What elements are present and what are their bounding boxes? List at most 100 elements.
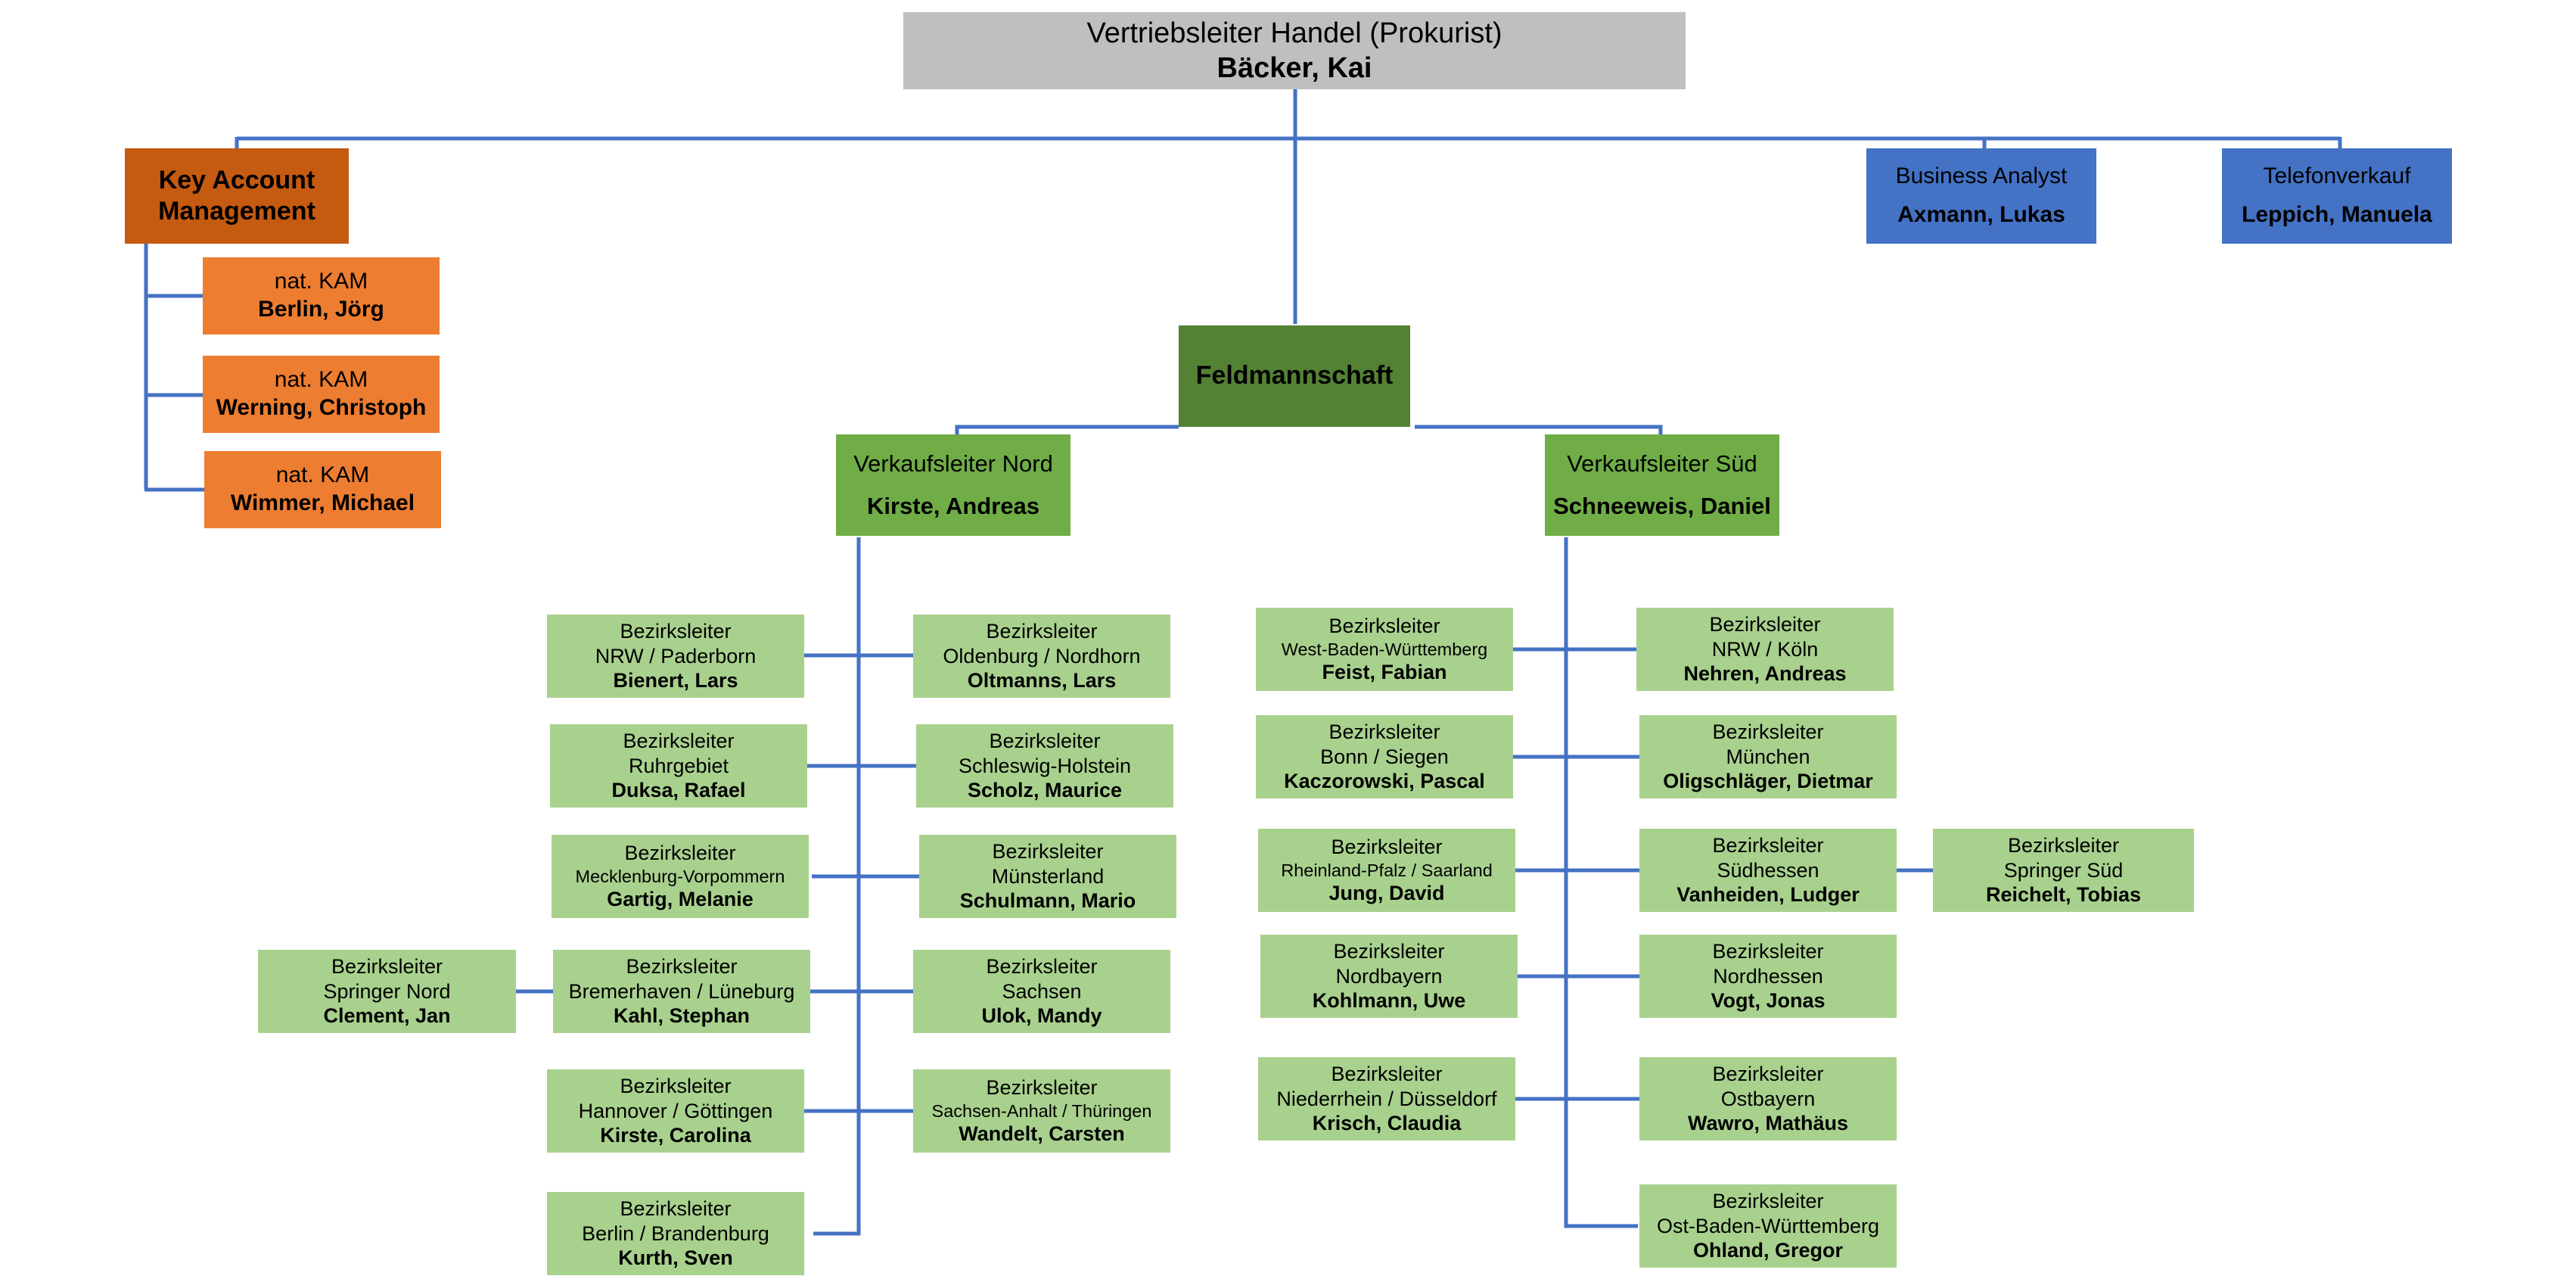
bezirk-region: Nordbayern: [1335, 964, 1443, 988]
connector-sued-trunk: [1564, 537, 1638, 1228]
bezirk-region: Südhessen: [1717, 858, 1819, 882]
telefonverkauf-box: Telefonverkauf Leppich, Manuela: [2222, 148, 2452, 244]
key-account-management-box: Key Account Management: [125, 148, 349, 244]
bezirk-region: Nordhessen: [1713, 964, 1823, 988]
bezirk-name: Jung, David: [1328, 882, 1445, 905]
bezirk-region: Rheinland-Pfalz / Saarland: [1281, 860, 1493, 880]
bezirksleiter-box: Bezirksleiter Münsterland Schulmann, Mar…: [919, 835, 1176, 918]
bezirk-region: Berlin / Brandenburg: [582, 1221, 769, 1245]
bezirksleiter-role: Bezirksleiter: [1712, 1189, 1824, 1212]
telefonverkauf-name: Leppich, Manuela: [2242, 202, 2432, 227]
bezirksleiter-role: Bezirksleiter: [989, 729, 1101, 752]
kam-head-line1: Key Account: [158, 165, 315, 194]
vl-nord-name: Kirste, Andreas: [867, 493, 1039, 519]
bezirk-region: Niederrhein / Düsseldorf: [1276, 1087, 1497, 1110]
bezirk-name: Feist, Fabian: [1322, 661, 1447, 684]
business-analyst-box: Business Analyst Axmann, Lukas: [1866, 148, 2096, 244]
connector-feld-sued: [1415, 425, 1663, 436]
bezirk-name: Kurth, Sven: [618, 1246, 733, 1270]
bezirk-name: Vanheiden, Ludger: [1676, 883, 1860, 907]
bezirk-region: Springer Nord: [323, 979, 451, 1003]
bezirksleiter-box: Bezirksleiter München Oligschläger, Diet…: [1639, 715, 1897, 798]
bezirk-region: Mecklenburg-Vorpommern: [575, 866, 785, 886]
bezirksleiter-role: Bezirksleiter: [626, 954, 738, 978]
vertriebsleiter-name: Bäcker, Kai: [1217, 52, 1372, 84]
vl-sued-name: Schneeweis, Daniel: [1553, 493, 1771, 519]
bezirk-name: Kahl, Stephan: [613, 1004, 750, 1028]
connector-feld-nord: [955, 425, 1179, 436]
bezirk-region: Bonn / Siegen: [1320, 745, 1449, 768]
bezirk-name: Ulok, Mandy: [981, 1004, 1102, 1028]
bezirksleiter-box: Bezirksleiter Oldenburg / Nordhorn Oltma…: [913, 615, 1170, 698]
verkaufsleiter-sued-box: Verkaufsleiter Süd Schneeweis, Daniel: [1545, 434, 1779, 536]
business-analyst-role: Business Analyst: [1895, 163, 2068, 189]
vertriebsleiter-title: Vertriebsleiter Handel (Prokurist): [1086, 17, 1502, 49]
bezirksleiter-box: Bezirksleiter Rheinland-Pfalz / Saarland…: [1258, 829, 1515, 912]
bezirksleiter-box: Bezirksleiter Berlin / Brandenburg Kurth…: [547, 1192, 804, 1275]
bezirk-name: Scholz, Maurice: [967, 779, 1123, 802]
bezirk-region: NRW / Paderborn: [595, 644, 757, 668]
feldmannschaft-box: Feldmannschaft: [1179, 325, 1410, 427]
bezirksleiter-role: Bezirksleiter: [986, 954, 1098, 978]
bezirksleiter-role: Bezirksleiter: [992, 839, 1104, 863]
bezirksleiter-box: Bezirksleiter NRW / Paderborn Bienert, L…: [547, 615, 804, 698]
bezirksleiter-role: Bezirksleiter: [1328, 720, 1440, 743]
bezirk-name: Schulmann, Mario: [959, 889, 1136, 913]
kam-name: Werning, Christoph: [216, 395, 427, 420]
bezirk-region: Oldenburg / Nordhorn: [943, 644, 1141, 668]
kam-box-2: nat. KAM Werning, Christoph: [203, 356, 440, 433]
bezirksleiter-role: Bezirksleiter: [1712, 939, 1824, 963]
bezirk-name: Vogt, Jonas: [1711, 989, 1826, 1013]
bezirk-name: Wandelt, Carsten: [959, 1122, 1125, 1146]
bezirk-region: Springer Süd: [2003, 858, 2124, 882]
bezirksleiter-role: Bezirksleiter: [1331, 1062, 1443, 1085]
bezirksleiter-box: Bezirksleiter NRW / Köln Nehren, Andreas: [1636, 608, 1894, 691]
bezirk-region: München: [1726, 745, 1810, 768]
telefonverkauf-role: Telefonverkauf: [2263, 163, 2411, 189]
bezirk-name: Gartig, Melanie: [607, 888, 754, 911]
springer-nord-box: Bezirksleiter Springer Nord Clement, Jan: [258, 950, 516, 1033]
bezirk-region: West-Baden-Württemberg: [1281, 639, 1488, 659]
bezirksleiter-role: Bezirksleiter: [1709, 612, 1821, 636]
bezirksleiter-role: Bezirksleiter: [986, 1075, 1098, 1099]
bezirk-name: Duksa, Rafael: [611, 779, 746, 802]
bezirksleiter-box: Bezirksleiter Hannover / Göttingen Kirst…: [547, 1069, 804, 1153]
bezirksleiter-box: Bezirksleiter Niederrhein / Düsseldorf K…: [1258, 1057, 1515, 1141]
bezirksleiter-role: Bezirksleiter: [2007, 833, 2120, 857]
kam-head-line2: Management: [158, 197, 315, 226]
bezirksleiter-role: Bezirksleiter: [1328, 614, 1440, 637]
bezirk-region: Münsterland: [991, 864, 1105, 888]
bezirksleiter-role: Bezirksleiter: [1333, 939, 1445, 963]
bezirk-name: Bienert, Lars: [613, 669, 738, 692]
bezirksleiter-role: Bezirksleiter: [1712, 1062, 1824, 1085]
bezirk-name: Ohland, Gregor: [1692, 1239, 1844, 1262]
kam-role: nat. KAM: [275, 462, 370, 488]
bezirk-name: Wawro, Mathäus: [1687, 1112, 1849, 1135]
bezirksleiter-box: Bezirksleiter Nordbayern Kohlmann, Uwe: [1260, 935, 1518, 1018]
connector-nord-trunk: [813, 537, 861, 1236]
bezirk-region: Hannover / Göttingen: [578, 1099, 773, 1122]
bezirksleiter-role: Bezirksleiter: [1331, 835, 1443, 858]
bezirk-name: Krisch, Claudia: [1312, 1112, 1462, 1135]
bezirk-region: Sachsen: [1002, 979, 1082, 1003]
bezirksleiter-box: Bezirksleiter Ostbayern Wawro, Mathäus: [1639, 1057, 1897, 1141]
vl-sued-role: Verkaufsleiter Süd: [1567, 450, 1757, 478]
bezirksleiter-role: Bezirksleiter: [1712, 833, 1824, 857]
kam-box-1: nat. KAM Berlin, Jörg: [203, 257, 440, 335]
kam-role: nat. KAM: [274, 269, 368, 294]
bezirk-region: Ruhrgebiet: [628, 754, 729, 777]
bezirksleiter-box: Bezirksleiter Bremerhaven / Lüneburg Kah…: [553, 950, 810, 1033]
bezirk-name: Clement, Jan: [323, 1004, 451, 1028]
bezirksleiter-box: Bezirksleiter Mecklenburg-Vorpommern Gar…: [552, 835, 809, 918]
bezirksleiter-box: Bezirksleiter Sachsen-Anhalt / Thüringen…: [913, 1069, 1170, 1153]
kam-name: Berlin, Jörg: [258, 297, 384, 322]
vl-nord-role: Verkaufsleiter Nord: [853, 450, 1053, 478]
feldmannschaft-label: Feldmannschaft: [1195, 361, 1394, 391]
bezirksleiter-box: Bezirksleiter Schleswig-Holstein Scholz,…: [916, 724, 1173, 808]
kam-role: nat. KAM: [274, 367, 368, 393]
bezirk-name: Nehren, Andreas: [1683, 662, 1847, 686]
bezirksleiter-role: Bezirksleiter: [331, 954, 443, 978]
vertriebsleiter-box: Vertriebsleiter Handel (Prokurist) Bäcke…: [903, 12, 1686, 89]
bezirk-region: Bremerhaven / Lüneburg: [568, 979, 795, 1003]
